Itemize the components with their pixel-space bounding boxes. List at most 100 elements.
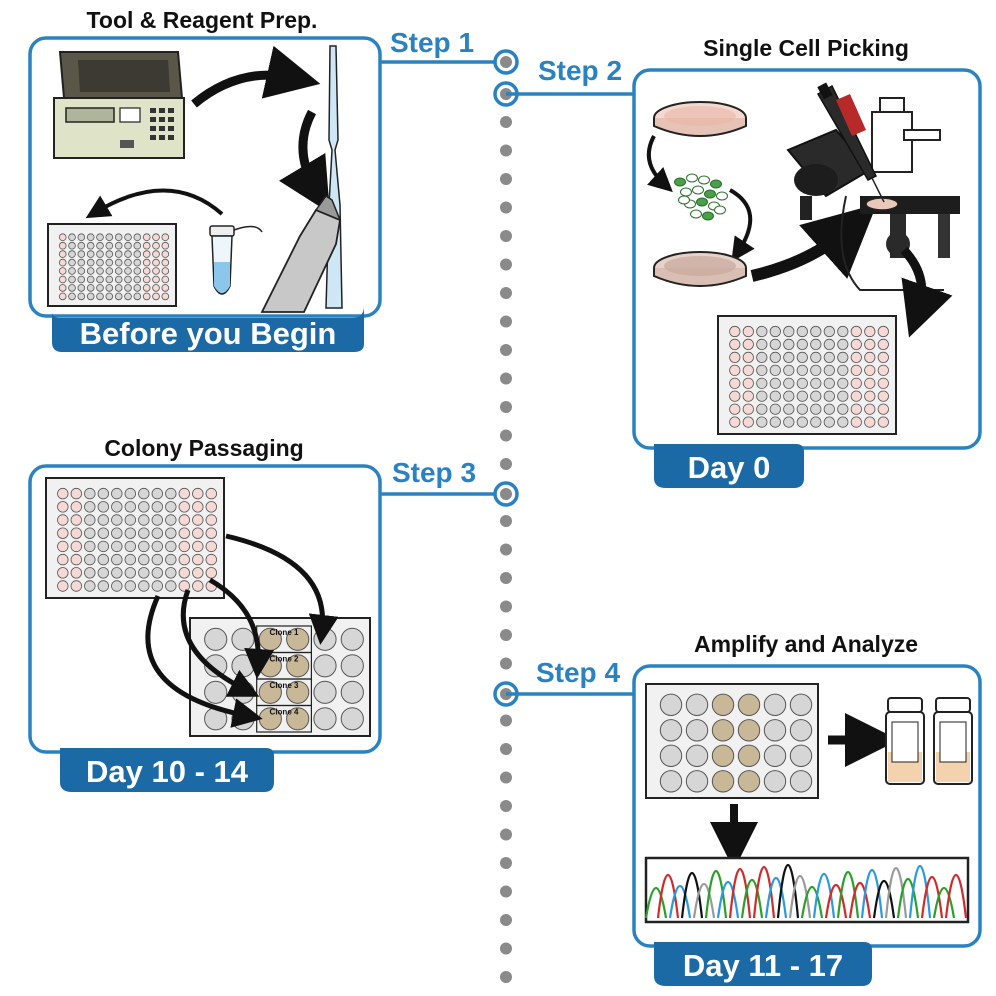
plate-well [165,487,177,500]
plate-well [133,241,142,250]
plate-well [84,487,96,500]
plate-well [286,654,310,678]
chromatogram-peak [644,886,668,919]
plate-well [837,364,849,376]
plate-well [124,250,132,258]
clone-label: Clone 4 [270,708,299,717]
plate-well [138,527,150,539]
plate-well [850,416,862,428]
plate-well [659,693,683,716]
plate-well [57,567,69,579]
plate-well [70,501,83,513]
step-4-group: Amplify and Analyze Step 4 Day 11 - 17 [506,631,982,986]
plate-well [178,553,191,566]
plate-well [178,514,191,526]
plate-well [152,267,160,275]
chromatogram-peak [752,865,776,919]
plate-well [769,338,781,350]
chromatogram-peak [716,881,740,919]
plate-well [783,403,795,415]
plate-well [729,325,741,338]
plate-well [810,377,822,389]
plate-well [205,487,218,500]
plate-well [58,292,67,301]
plate-well [151,487,164,500]
clone-label: Clone 3 [270,681,299,690]
cell [716,191,728,201]
chromatogram-peak [800,885,824,919]
plate-well [850,390,862,402]
plate-well [823,364,835,376]
plate-well [57,501,69,513]
timeline-dot [500,344,512,356]
step-4-title: Amplify and Analyze [694,631,918,657]
step-3-title: Colony Passaging [104,435,303,461]
plate-well [111,567,123,579]
plate-well [58,284,67,292]
timeline-dot [500,372,512,385]
chromatogram-peak [728,867,752,919]
plate-well [96,258,104,267]
plate-well [124,514,137,526]
plate-well [796,364,808,376]
plate-well [84,553,96,566]
plate-well [823,377,835,389]
plate-well [151,501,164,513]
plate-well [810,325,822,338]
plate-well [823,338,835,350]
plate-well [711,770,735,793]
cell [702,211,714,221]
plate-well [178,501,191,513]
plate-well [837,338,849,350]
cell [714,205,726,215]
plate-well [742,416,754,428]
plate-well [97,527,110,539]
plate-well [769,377,781,389]
plate-well [161,267,170,275]
plate-well [77,250,86,258]
plate-well [68,284,76,292]
plate-well [877,377,889,389]
timeline-dot [500,258,512,271]
well-plate-96-icon [45,477,225,599]
plate-well [864,351,876,363]
timeline-dot [500,201,512,214]
plate-well [192,553,204,566]
plate-well [165,514,177,526]
plate-well [105,292,114,301]
plate-well [70,580,83,592]
plate-well [877,416,889,428]
plate-well [810,403,822,415]
plate-well [837,351,849,363]
plate-well [138,553,150,566]
plate-well [58,241,67,250]
plate-well [823,351,835,363]
plate-well [114,241,123,250]
plate-well [340,680,364,704]
plate-well [659,744,683,767]
plate-well [205,514,218,526]
plate-well [789,744,813,767]
cell [692,185,704,195]
plate-well [796,403,808,415]
chromatogram-peak [848,882,872,919]
plate-well [823,325,835,338]
chromatogram-peak [656,873,680,919]
step-4-banner: Day 11 - 17 [683,948,843,983]
plate-well [205,540,218,553]
timeline-dot [500,942,512,955]
cell [686,173,698,183]
step-2-arrow-2 [728,188,755,262]
cell [704,189,716,199]
plate-well [810,351,822,363]
cryovial-icon [885,697,925,785]
plate-well [84,540,96,553]
plate-well [205,553,218,566]
plate-well [57,553,69,566]
plate-well [151,553,164,566]
plate-well [685,693,709,716]
step-2-banner: Day 0 [688,450,771,485]
plate-well [659,770,683,793]
plate-well [789,770,813,793]
plate-well [763,693,787,716]
